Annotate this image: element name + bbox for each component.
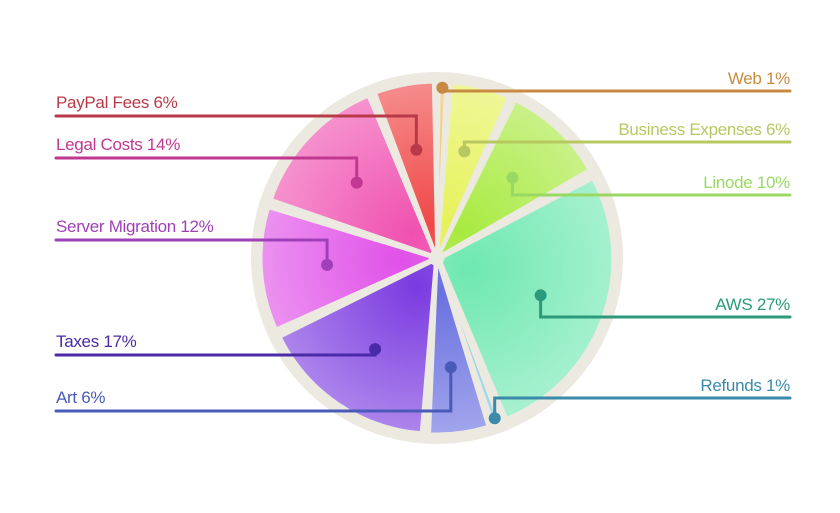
pie-labels: Web 1% Business Expenses 6% Linode 10% AWS … [56,69,791,408]
slice-label-paypal-fees: PayPal Fees 6% [56,93,178,112]
leader-dot-aws [534,289,547,302]
slice-label-business-expenses: Business Expenses 6% [618,120,790,139]
leader-dot-refunds [488,412,501,425]
slice-label-web: Web 1% [728,69,790,88]
leader-dot-art [444,361,457,374]
pie-slice-taxes [279,261,436,434]
slice-label-art: Art 6% [56,388,105,407]
pie-slice-server-migration [260,207,431,330]
pie-slice-legal-costs [270,95,434,256]
slice-label-taxes: Taxes 17% [56,332,137,351]
leader-line-art [54,365,453,413]
pie-leader-lines [54,81,792,425]
slice-label-server-migration: Server Migration 12% [56,217,214,236]
leader-line-server-migration [54,238,329,267]
leader-dot-linode [506,171,519,184]
leader-dot-web [436,81,449,94]
leader-dot-taxes [369,343,382,356]
leader-line-aws [539,293,792,319]
slice-label-legal-costs: Legal Costs 14% [56,135,180,154]
pie-slice-business-expenses [437,82,509,252]
pie-slice-paypal-fees [375,81,438,252]
pie-slice-aws [440,178,614,419]
slice-label-refunds: Refunds 1% [700,376,790,395]
leader-dot-paypal-fees [410,143,423,156]
leader-dot-server-migration [321,258,334,271]
slice-label-linode: Linode 10% [703,173,790,192]
leader-line-legal-costs [54,156,359,185]
slice-label-aws: AWS 27% [715,295,790,314]
leader-dot-legal-costs [350,176,363,189]
pie-slice-art [429,264,489,435]
leader-dot-business-expenses [458,145,471,158]
leader-line-refunds [493,396,792,420]
leader-line-paypal-fees [54,114,418,152]
